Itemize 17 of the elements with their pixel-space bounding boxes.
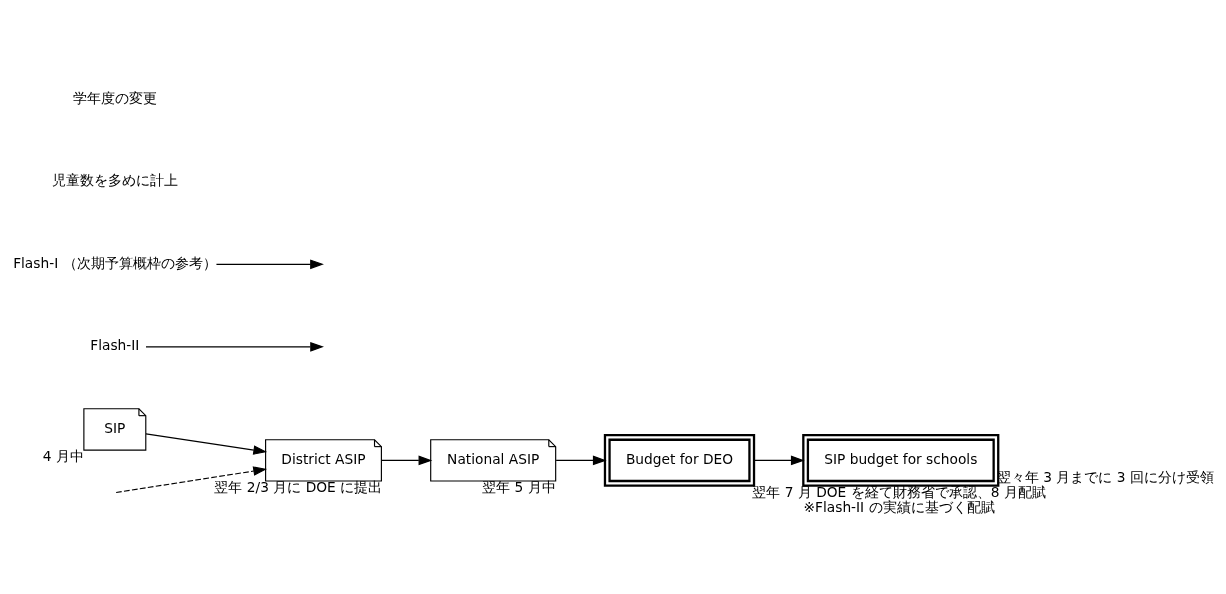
arrow <box>555 455 607 466</box>
arrow <box>215 259 324 270</box>
label: 児童数を多めに計上 <box>51 172 178 189</box>
node-label: ※Flash-II の実績に基づく配賦 <box>803 498 995 515</box>
node-box: Budget for DEO <box>603 434 756 487</box>
node-text: Flash-II <box>90 337 140 354</box>
arrow <box>145 342 324 352</box>
arrow <box>145 433 268 455</box>
node-box: SIP budget for schools <box>802 434 1000 487</box>
node-label: 翌年 2/3 月に DOE に提出 <box>214 479 383 496</box>
arrow <box>115 466 268 494</box>
node-label: 翌年 5 月中 <box>482 479 556 496</box>
node-label: 4 月中 <box>42 448 84 465</box>
arrow <box>753 455 805 466</box>
arrow <box>381 455 433 466</box>
node-text: Flash-I （次期予算概枠の参考） <box>13 254 217 271</box>
label: 学年度の変更 <box>72 89 157 106</box>
